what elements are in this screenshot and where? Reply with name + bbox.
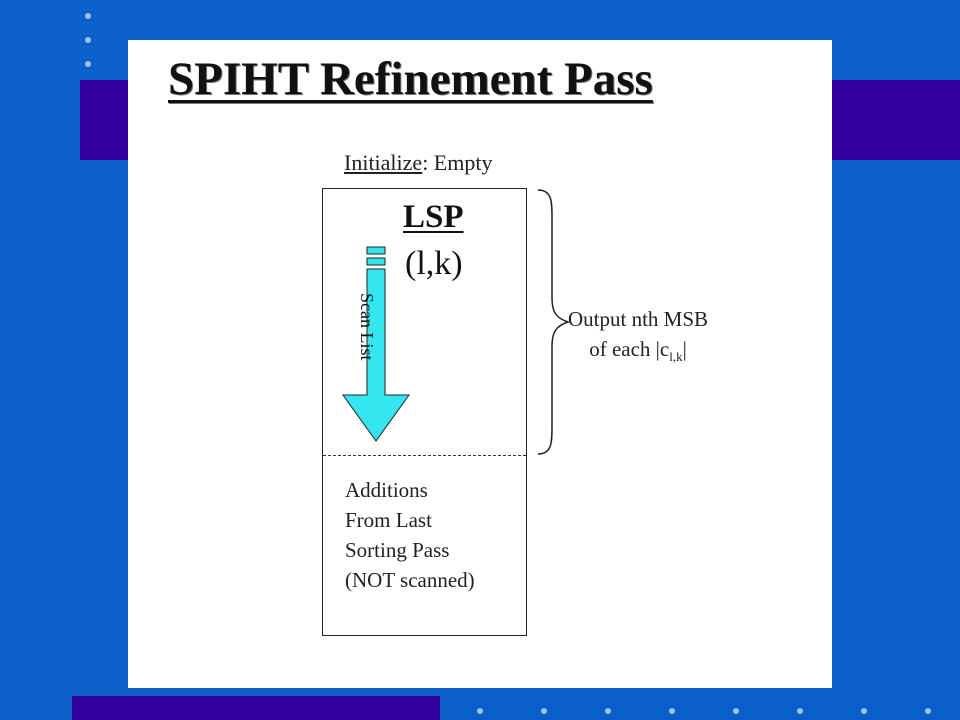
lsp-label: LSP [403,199,464,235]
slide-content: SPIHT Refinement Pass Initialize: Empty … [128,40,832,688]
decor-dot [925,708,931,714]
list-entry-bar [366,257,386,266]
decor-dot [477,708,483,714]
initialize-label: Initialize [344,150,423,175]
additions-note: Additions From Last Sorting Pass (NOT sc… [345,475,475,595]
initialize-value: : Empty [422,150,493,175]
decor-dot [861,708,867,714]
initialize-caption: Initialize: Empty [344,150,492,176]
scan-arrow-icon [342,246,410,442]
decor-dot [85,13,91,19]
output-line: of each |cl,k| [568,334,708,372]
additions-line: Additions [345,478,428,502]
decor-dot [733,708,739,714]
decor-dot [85,61,91,67]
output-line-suffix: | [682,337,687,361]
list-entry-bar [366,246,386,255]
decor-dot [669,708,675,714]
decor-dot [85,37,91,43]
scan-arrow-shape [342,268,410,442]
decor-dot [797,708,803,714]
list-entry-label: (l,k) [405,245,463,282]
lsp-list-box: LSP (l,k) Scan List Additions From Last … [322,188,527,636]
coefficient-subscript: l,k [669,349,683,365]
additions-line: (NOT scanned) [345,568,475,592]
output-line: Output nth MSB [568,307,709,331]
output-annotation: Output nth MSB of each |cl,k| [568,304,708,372]
curly-brace-icon [537,189,571,455]
bottom-decor-band [72,696,440,720]
decor-dot [605,708,611,714]
output-line-prefix: of each |c [589,337,670,361]
additions-line: Sorting Pass [345,538,450,562]
scan-list-label: Scan List [357,293,377,361]
decor-dot [541,708,547,714]
slide-title: SPIHT Refinement Pass [168,53,653,105]
dashed-divider [323,455,526,456]
additions-line: From Last [345,508,432,532]
